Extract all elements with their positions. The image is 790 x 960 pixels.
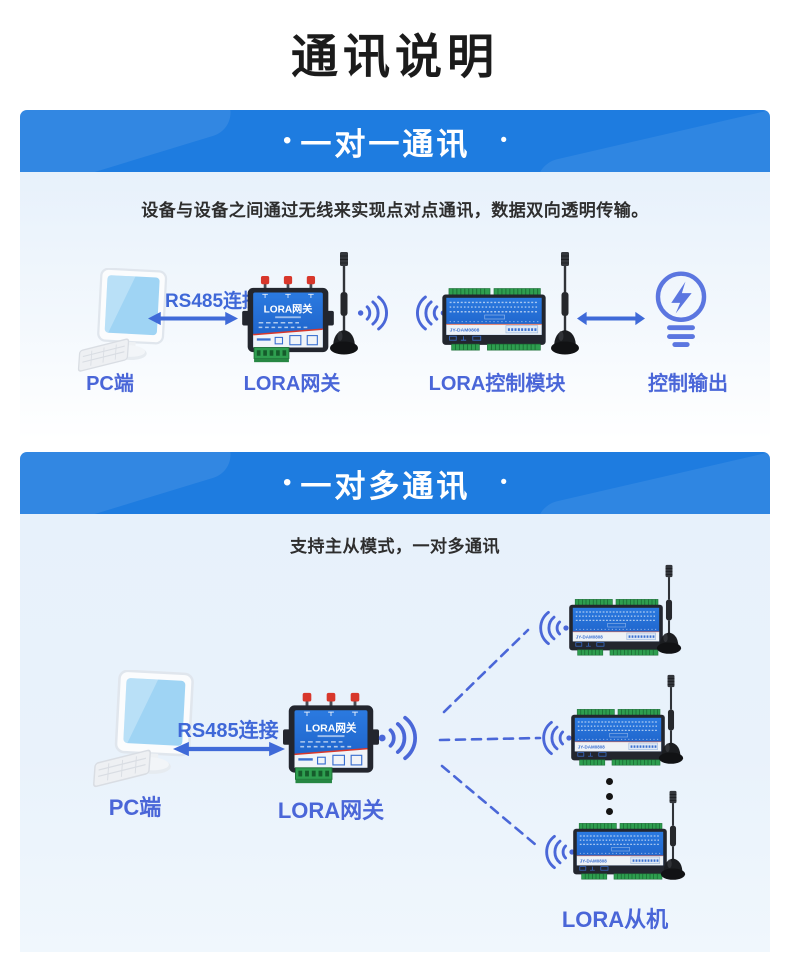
banner-decor <box>531 452 770 514</box>
section-one-to-many: • 一对多通讯 • 支持主从模式，一对多通讯 RS485连接 PC端 LORA网… <box>20 452 770 952</box>
lora-gateway-icon <box>242 276 334 364</box>
rs485-double-arrow <box>173 741 285 757</box>
rs485-label: RS485连接 <box>177 720 279 742</box>
label-pc: PC端 <box>108 795 162 820</box>
wifi-waves-right-icon <box>356 295 398 331</box>
rs485-label: RS485连接 <box>164 291 262 312</box>
bulb-output-icon <box>650 264 712 356</box>
banner-bullet-left: • <box>282 127 292 154</box>
label-control-module: LORA控制模块 <box>428 373 566 395</box>
section-one-banner: • 一对一通讯 • <box>20 110 770 172</box>
antenna-icon <box>550 252 580 356</box>
banner-bullet-right: • <box>500 472 508 493</box>
label-pc: PC端 <box>86 373 134 395</box>
page-title: 通讯说明 <box>291 30 499 83</box>
banner-decor <box>531 110 770 172</box>
section-one-description: 设备与设备之间通过无线来实现点对点通讯，数据双向透明传输。 <box>141 201 649 220</box>
label-gateway: LORA网关 <box>277 798 385 823</box>
section-one-to-one: • 一对一通讯 • 设备与设备之间通过无线来实现点对点通讯，数据双向透明传输。 … <box>20 110 770 440</box>
wifi-waves-left-icon <box>533 720 573 756</box>
section-two-banner: • 一对多通讯 • <box>20 452 770 514</box>
label-control-output: 控制输出 <box>648 373 728 395</box>
antenna-icon <box>658 668 684 772</box>
section-one-banner-title: 一对一通讯 <box>300 126 471 162</box>
rs485-double-arrow <box>148 311 238 326</box>
lora-control-module-icon <box>441 276 547 362</box>
label-gateway: LORA网关 <box>243 373 341 395</box>
wifi-waves-left-icon <box>536 834 576 870</box>
banner-decor <box>20 452 237 514</box>
antenna-icon <box>660 784 686 888</box>
section-two-banner-title: 一对多通讯 <box>300 468 471 504</box>
wifi-waves-left-icon <box>530 610 570 646</box>
label-lora-slaves: LORA从机 <box>561 907 669 932</box>
banner-decor <box>20 110 237 172</box>
dashed-link-lines <box>438 628 542 847</box>
wifi-waves-right-icon <box>377 710 429 766</box>
section-two-description: 支持主从模式，一对多通讯 <box>290 537 500 556</box>
antenna-icon <box>656 558 682 662</box>
antenna-icon <box>329 252 359 356</box>
output-double-arrow <box>577 311 645 326</box>
lora-slave-module-icon <box>568 596 664 658</box>
banner-bullet-right: • <box>500 130 508 151</box>
ellipsis-dots <box>606 778 613 815</box>
lora-gateway-icon <box>283 690 379 788</box>
lora-slave-module-icon <box>570 706 666 768</box>
banner-bullet-left: • <box>282 469 292 496</box>
lora-slave-module-icon <box>572 820 668 882</box>
